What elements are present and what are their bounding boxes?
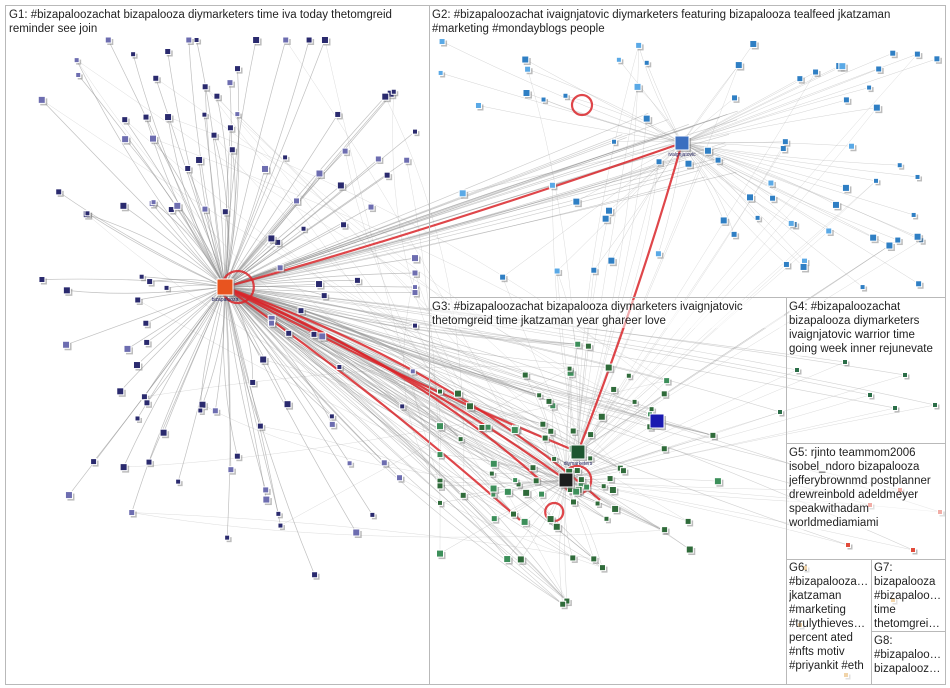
group-label-g1: G1: #bizapaloozachat bizapalooza diymark… (9, 8, 427, 36)
group-panel-g3 (429, 297, 787, 685)
group-panel-g2 (429, 5, 946, 298)
group-panel-g1 (5, 5, 430, 685)
group-label-g8: G8: #bizapaloo… bizapalooz… (874, 634, 945, 684)
group-label-g7: G7: bizapalooza #bizapaloo… time thetomg… (874, 561, 945, 631)
group-label-g3: G3: #bizapaloozachat bizapalooza diymark… (432, 300, 784, 328)
group-label-g4: G4: #bizapaloozachat bizapalooza diymark… (789, 300, 944, 356)
group-label-g5: G5: rjinto teammom2006 isobel_ndoro biza… (789, 446, 944, 530)
group-label-g6: G6: #bizapaloozac… jkatzaman #marketing … (789, 561, 871, 681)
group-label-g2: G2: #bizapaloozachat ivaignjatovic diyma… (432, 8, 944, 36)
